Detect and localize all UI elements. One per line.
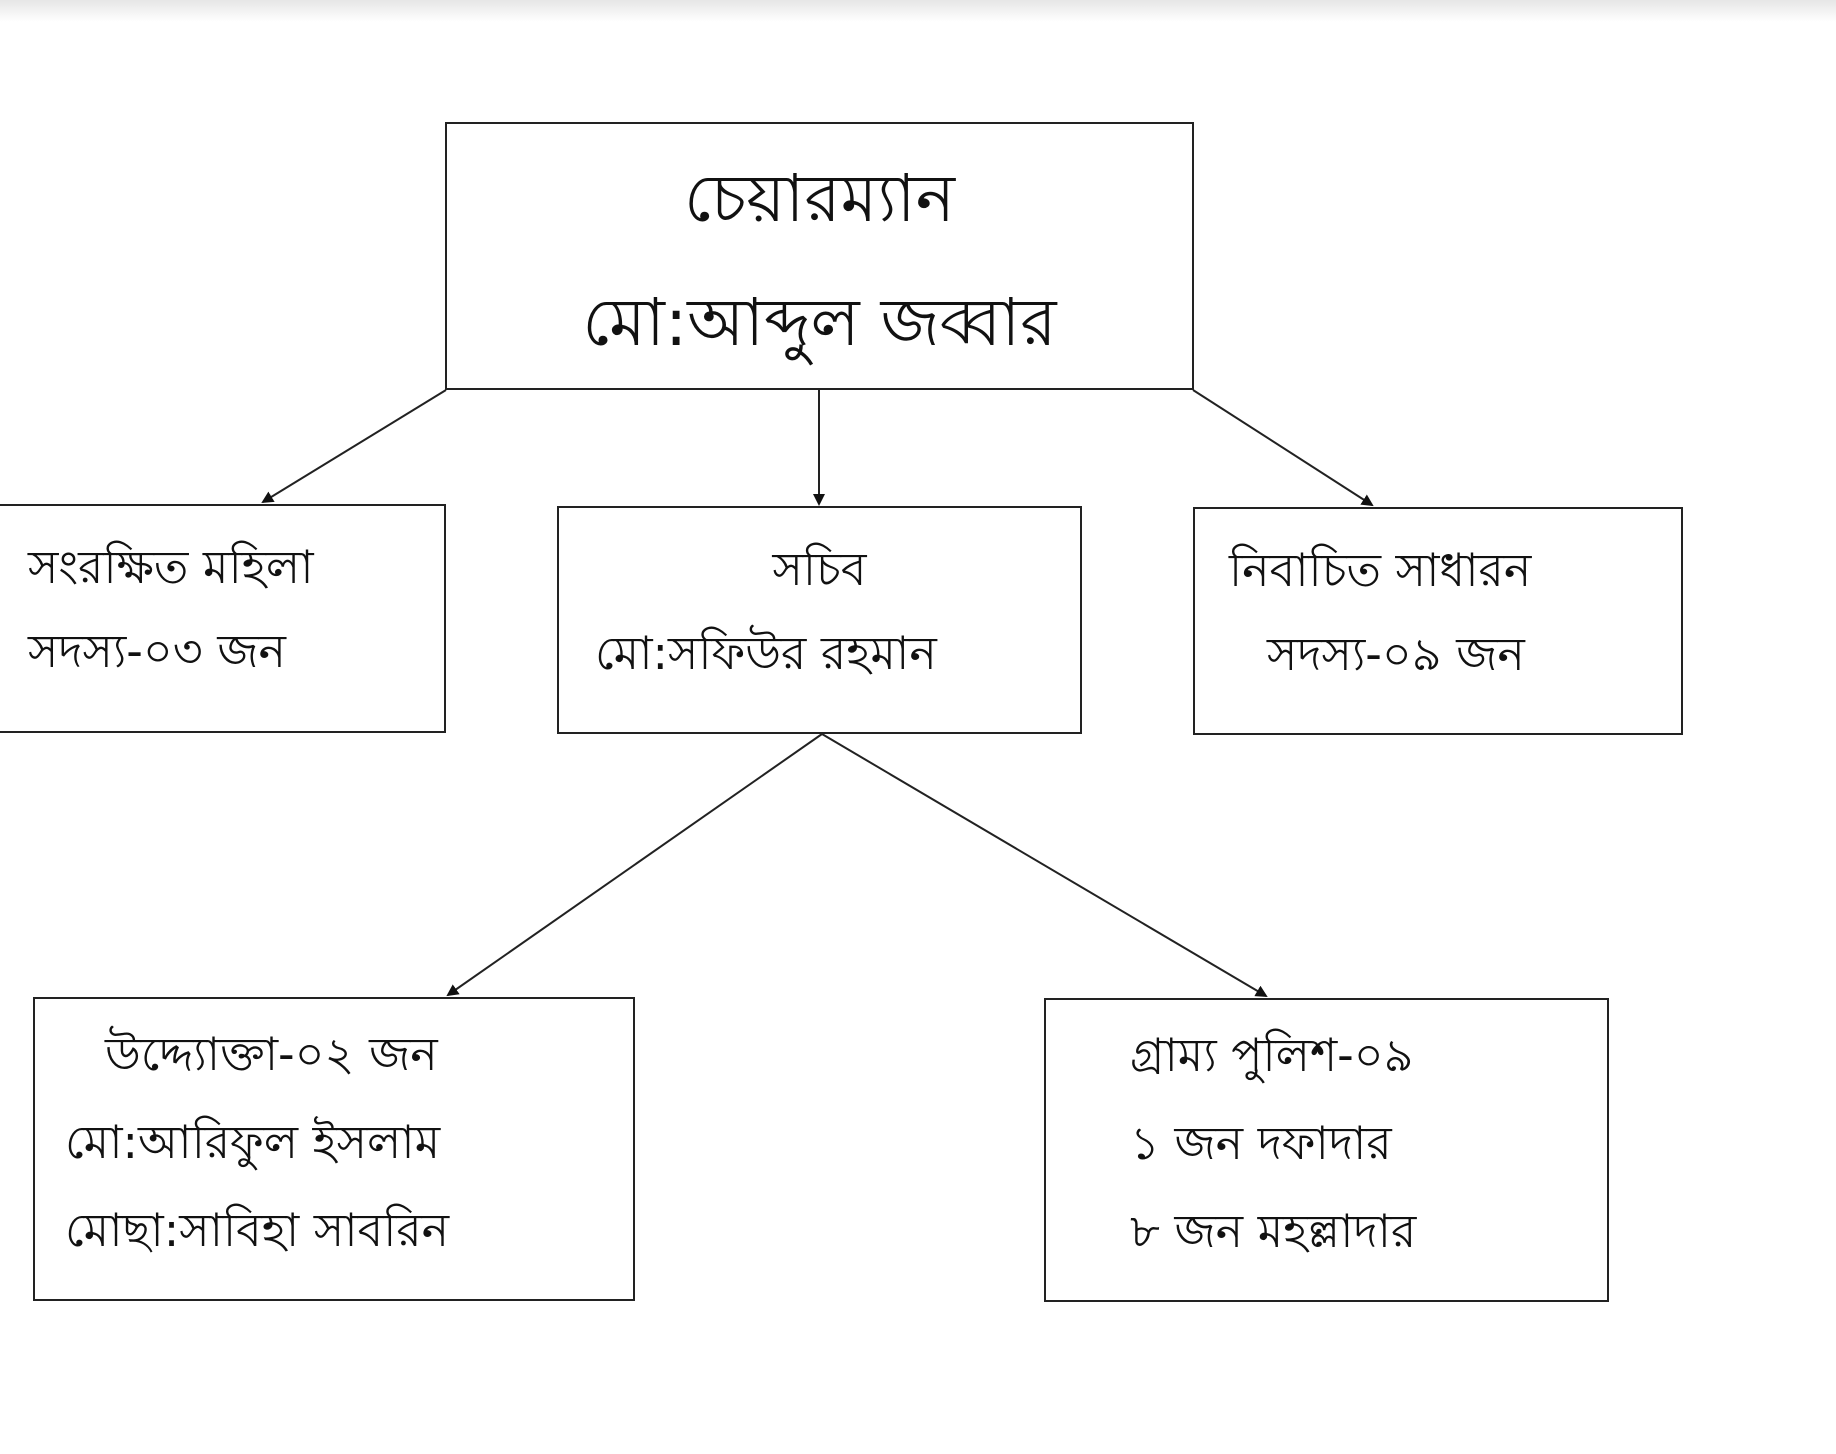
general-members-box: নিবাচিত সাধারন সদস্য-০৯ জন [1193, 507, 1683, 735]
chairman-box: চেয়ারম্যান মো:আব্দুল জব্বার [445, 122, 1194, 390]
general-members-label: নিবাচিত সাধারন [1229, 543, 1532, 597]
village-police-dafadar: ১ জন দফাদার [1130, 1116, 1392, 1170]
village-police-mohalladar: ৮ জন মহল্লাদার [1130, 1204, 1417, 1258]
entrepreneurs-count: উদ্দ্যোক্তা-০২ জন [105, 1027, 438, 1081]
chairman-name: মো:আব্দুল জব্বার [582, 284, 1057, 361]
chairman-title: চেয়ারম্যান [683, 160, 956, 237]
reserved-women-members-box: সংরক্ষিত মহিলা সদস্য-০৩ জন [0, 504, 446, 733]
village-police-box: গ্রাম্য পুলিশ-০৯ ১ জন দফাদার ৮ জন মহল্লা… [1044, 998, 1609, 1302]
secretary-name: মো:সফিউর রহমান [595, 626, 937, 680]
connector-chairman-to-general-members [1192, 389, 1374, 507]
reserved-women-count: সদস্য-০৩ জন [28, 624, 286, 678]
connector-secretary-to-village-police [821, 733, 1268, 998]
entrepreneur-name: মোছা:সাবিহা সাবরিন [65, 1203, 450, 1257]
scan-edge-shading [0, 0, 1836, 22]
connector-chairman-to-reserved-women [261, 389, 447, 504]
secretary-title: সচিব [772, 542, 867, 596]
general-members-count: সদস্য-০৯ জন [1267, 627, 1525, 681]
entrepreneurs-box: উদ্দ্যোক্তা-০২ জন মো:আরিফুল ইসলাম মোছা:স… [33, 997, 635, 1301]
village-police-count: গ্রাম্য পুলিশ-০৯ [1130, 1028, 1414, 1082]
reserved-women-label: সংরক্ষিত মহিলা [28, 540, 314, 594]
secretary-box: সচিব মো:সফিউর রহমান [557, 506, 1082, 734]
connector-secretary-to-entrepreneurs [446, 733, 823, 997]
entrepreneur-name: মো:আরিফুল ইসলাম [65, 1115, 441, 1169]
